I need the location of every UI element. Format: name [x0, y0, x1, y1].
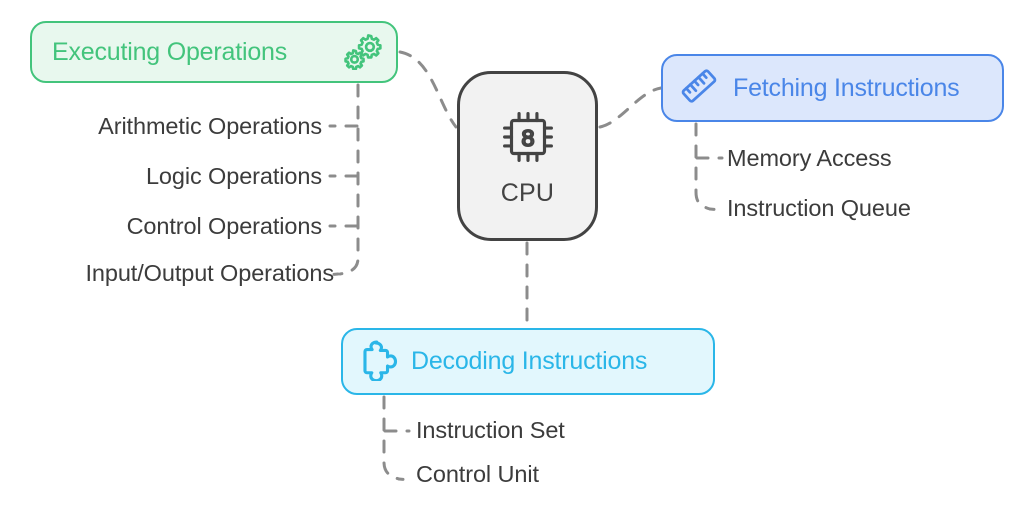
- edge-cpu-to-executing: [398, 50, 458, 129]
- node-executing-operations-label: Executing Operations: [52, 37, 288, 66]
- edge-cpu-to-fetching: [598, 86, 663, 129]
- leaf-control-unit: Control Unit: [416, 461, 539, 487]
- leaf-memory-access: Memory Access: [727, 145, 892, 171]
- edge-fetching-trunk: [694, 122, 712, 211]
- leaf-arithmetic-operations: Arithmetic Operations: [98, 113, 322, 139]
- cpu-chip-icon: 8: [495, 104, 561, 175]
- node-cpu-label: CPU: [500, 179, 555, 207]
- node-decoding-instructions-label: Decoding Instructions: [411, 347, 648, 375]
- puzzle-piece-icon: [357, 337, 401, 386]
- node-executing-operations[interactable]: Executing Operations: [30, 21, 398, 83]
- leaf-instruction-queue: Instruction Queue: [727, 195, 911, 221]
- edge-decoding-trunk: [382, 395, 401, 481]
- node-fetching-instructions[interactable]: Fetching Instructions: [661, 54, 1004, 122]
- leaf-control-operations: Control Operations: [126, 213, 323, 239]
- edge-decoding-branch-control-unit: [397, 477, 411, 482]
- node-fetching-instructions-label: Fetching Instructions: [733, 73, 960, 102]
- edge-executing-trunk: [338, 83, 360, 276]
- edge-fetching-branch-queue: [708, 207, 722, 212]
- gears-icon: [342, 30, 382, 75]
- leaf-input-output-operations: Input/Output Operations: [85, 260, 334, 286]
- leaf-logic-operations: Logic Operations: [145, 163, 322, 189]
- node-decoding-instructions[interactable]: Decoding Instructions: [341, 328, 715, 395]
- node-cpu[interactable]: 8 CPU: [457, 71, 598, 241]
- ruler-icon: [677, 64, 721, 113]
- cpu-chip-digit: 8: [521, 125, 534, 151]
- leaf-instruction-set: Instruction Set: [416, 417, 565, 443]
